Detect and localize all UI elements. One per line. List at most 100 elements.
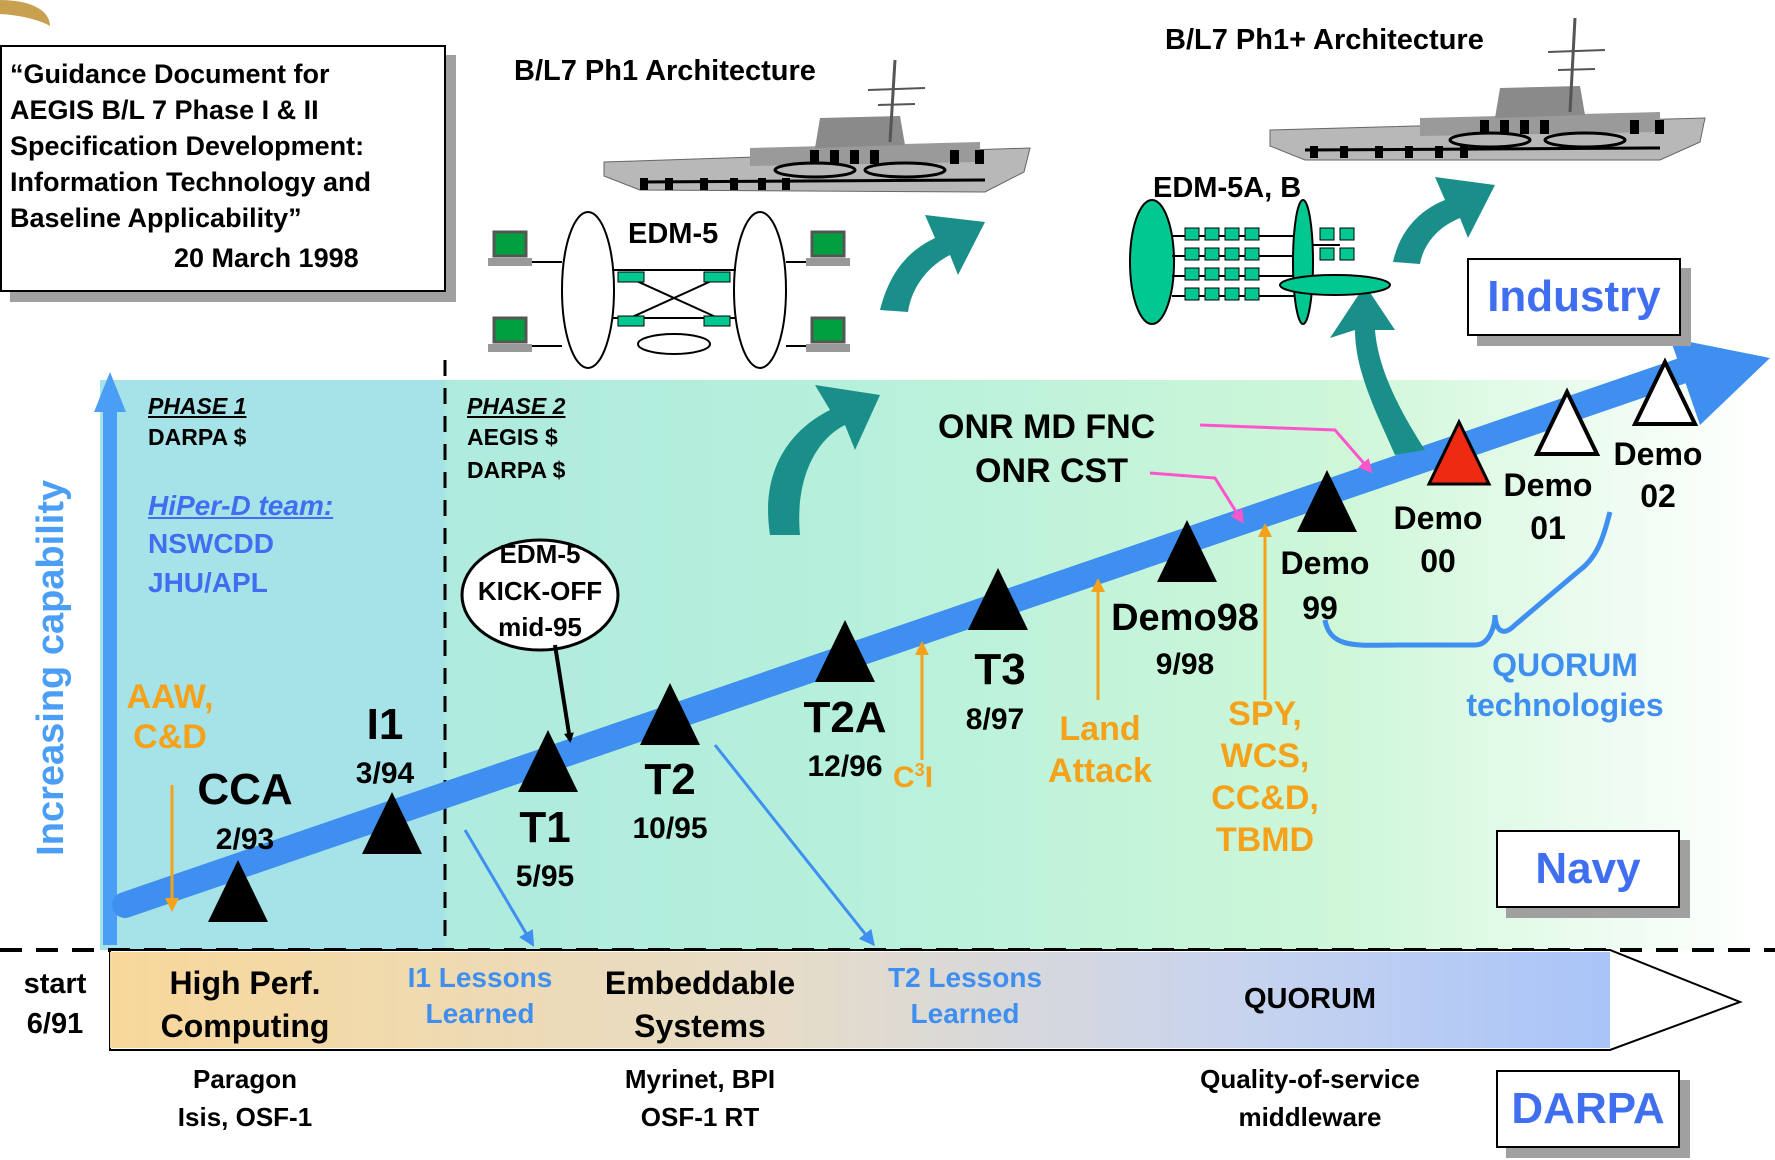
teal-arrow-edm5 <box>880 215 985 312</box>
teal-arrow-lower <box>768 385 880 535</box>
milestone-demo99-triangle <box>1297 470 1357 532</box>
phase1-title: PHASE 1 <box>148 393 247 419</box>
milestone-demo99-date: 99 <box>1302 590 1338 626</box>
tech-myrinet-line-1: Myrinet, BPI <box>624 1064 776 1094</box>
guidance-line-5: Baseline Applicability” <box>10 203 302 233</box>
ph1-architecture-label: B/L7 Ph1 Architecture <box>514 55 816 87</box>
quorum-tech-label-2: technologies <box>1466 687 1664 723</box>
milestone-cca-name: CCA <box>197 765 293 814</box>
milestone-t1-name: T1 <box>519 803 571 852</box>
navy-box: Navy <box>1496 830 1680 908</box>
milestone-t2a-name: T2A <box>803 693 887 742</box>
milestone-t3-date: 8/97 <box>965 703 1025 736</box>
start-label-2: 6/91 <box>26 1008 84 1040</box>
milestone-t2-triangle <box>640 683 700 745</box>
guidance-line-4: Information Technology and <box>10 167 371 197</box>
trend-arrow-head <box>1670 338 1770 425</box>
milestone-demo01-name: Demo <box>1503 467 1593 503</box>
milestone-i1-triangle <box>362 792 422 854</box>
darpa-label: DARPA <box>1511 1084 1665 1133</box>
c3i-main: C <box>893 761 915 794</box>
milestone-demo98-name: Demo98 <box>1111 597 1259 639</box>
kickoff-pointer <box>553 644 574 743</box>
phase2-title: PHASE 2 <box>467 393 566 419</box>
phase1-funding: DARPA $ <box>148 424 247 450</box>
teal-arrow-edm5ab <box>1393 177 1495 264</box>
industry-box: Industry <box>1467 258 1681 336</box>
milestone-demo00-name: Demo <box>1393 500 1483 536</box>
industry-label: Industry <box>1487 272 1661 321</box>
guidance-date: 20 March 1998 <box>174 243 359 273</box>
c3i-end: I <box>924 761 934 794</box>
milestone-t2a-date: 12/96 <box>807 750 883 783</box>
milestone-demo01-date: 01 <box>1530 510 1566 546</box>
land-attack-label-2: Attack <box>1048 752 1152 790</box>
onr-mdfnc-arrow <box>1199 423 1373 474</box>
milestone-demo00-date: 00 <box>1420 543 1456 579</box>
segment-embeddable-line-1: Embeddable <box>604 965 796 1001</box>
capability-axis-label: Increasing capability <box>30 479 73 856</box>
kickoff-line-3: mid-95 <box>498 612 582 642</box>
milestone-cca-date: 2/93 <box>215 823 275 856</box>
milestone-i1-name: I1 <box>366 700 404 749</box>
segment-t2-lessons-line-1: T2 Lessons <box>887 962 1043 993</box>
milestone-cca-triangle <box>208 860 268 922</box>
edm5ab-label: EDM-5A, B <box>1153 172 1302 204</box>
milestone-t1-triangle <box>518 730 578 792</box>
segment-quorum: QUORUM <box>1243 983 1377 1015</box>
darpa-box: DARPA <box>1496 1070 1680 1148</box>
milestone-i1-date: 3/94 <box>355 757 415 790</box>
milestone-demo98-date: 9/98 <box>1155 648 1215 681</box>
guidance-line-2: AEGIS B/L 7 Phase I & II <box>10 95 319 125</box>
aaw-label-1: AAW, <box>126 678 214 716</box>
ship-ph1plus <box>1269 17 1706 161</box>
start-label-1: start <box>23 968 87 1000</box>
spy-label-4: TBMD <box>1215 821 1315 859</box>
kickoff-line-1: EDM-5 <box>499 539 581 569</box>
onr-mdfnc-label: ONR MD FNC <box>938 408 1156 446</box>
edm5ab-network <box>1129 199 1391 325</box>
ship-ph1 <box>603 59 1031 193</box>
milestone-t3-triangle <box>968 568 1028 630</box>
tech-myrinet-line-2: OSF-1 RT <box>640 1102 760 1132</box>
land-attack-label-1: Land <box>1059 710 1141 748</box>
milestone-t2a-triangle <box>815 620 875 682</box>
segment-embeddable-line-2: Systems <box>634 1008 766 1044</box>
phase1-team-nswcdd: NSWCDD <box>148 528 274 559</box>
c3i-label: C3I <box>893 760 933 796</box>
t2-lessons-arrow <box>713 744 875 947</box>
guidance-line-1: “Guidance Document for <box>10 59 330 89</box>
teal-arrow-demo <box>1330 285 1425 455</box>
milestone-demo02-date: 02 <box>1640 478 1676 514</box>
segment-hpc-line-1: High Perf. <box>169 965 321 1001</box>
tech-paragon-line-1: Paragon <box>192 1064 298 1094</box>
quorum-brace <box>1322 511 1613 648</box>
milestone-demo00-triangle <box>1426 418 1492 486</box>
kickoff-line-2: KICK-OFF <box>477 576 603 606</box>
phase1-team-title: HiPer-D team: <box>148 490 334 521</box>
phase2-funding-aegis: AEGIS $ <box>467 424 558 450</box>
milestone-demo02-triangle <box>1631 357 1699 426</box>
milestone-demo98-triangle <box>1157 520 1217 582</box>
milestone-t1-date: 5/95 <box>515 860 575 893</box>
c3i-superscript: 3 <box>914 760 925 780</box>
milestone-t2-name: T2 <box>644 755 696 804</box>
onr-cst-label: ONR CST <box>975 452 1128 490</box>
milestone-demo99-name: Demo <box>1280 545 1370 581</box>
phase2-funding-darpa: DARPA $ <box>467 457 566 483</box>
segment-i1-lessons-line-1: I1 Lessons <box>407 962 553 993</box>
spy-label-3: CC&D, <box>1211 779 1319 817</box>
tech-paragon-line-2: Isis, OSF-1 <box>177 1102 313 1132</box>
quorum-tech-label-1: QUORUM <box>1492 647 1638 683</box>
onr-cst-arrow <box>1149 471 1244 524</box>
navy-label: Navy <box>1535 844 1641 893</box>
aaw-label-2: C&D <box>133 718 207 756</box>
spy-label-1: SPY, <box>1228 695 1302 733</box>
spy-label-2: WCS, <box>1220 737 1310 775</box>
milestone-demo02-name: Demo <box>1613 436 1703 472</box>
milestone-t2-date: 10/95 <box>632 812 708 845</box>
i1-lessons-arrow <box>463 829 535 947</box>
phase1-team-jhuapl: JHU/APL <box>148 567 268 598</box>
milestone-t3-name: T3 <box>974 645 1026 694</box>
